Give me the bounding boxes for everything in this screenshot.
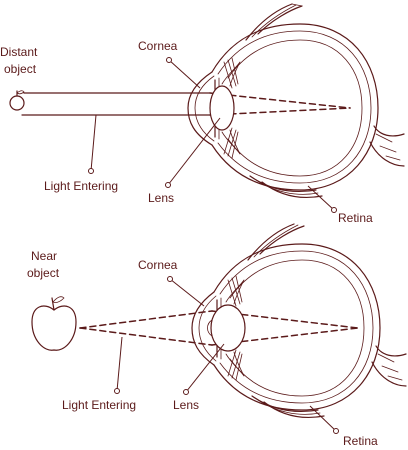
eye-cross-section-icon — [187, 3, 405, 199]
retina-label: Retina — [338, 211, 373, 225]
near-object-label-line2: object — [27, 266, 60, 280]
cornea-label: Cornea — [138, 39, 178, 53]
lens-label: Lens — [173, 398, 199, 412]
eye-cross-section-icon — [191, 223, 407, 419]
light-entering-label: Light Entering — [44, 179, 118, 193]
light-entering-label: Light Entering — [62, 398, 136, 412]
apple-icon — [9, 90, 25, 111]
distant-object-label-line2: object — [4, 62, 37, 76]
light-rays — [21, 92, 351, 116]
distant-object-panel: Distant object Cornea Light Entering Len… — [0, 3, 405, 225]
cornea-label: Cornea — [138, 258, 178, 272]
near-object-panel: Near object Cornea Light Entering Lens R… — [27, 223, 407, 448]
retina-label: Retina — [343, 434, 378, 448]
apple-icon — [31, 296, 77, 351]
lens-label: Lens — [148, 191, 174, 205]
distant-object-label-line1: Distant — [0, 45, 38, 59]
near-object-label-line1: Near — [31, 249, 57, 263]
